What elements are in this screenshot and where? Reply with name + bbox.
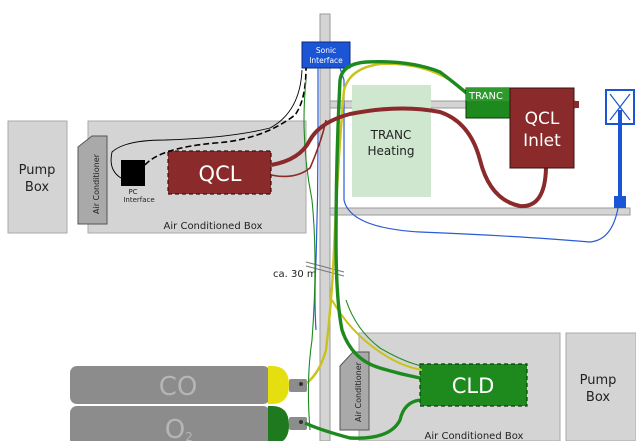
green-line-thin-left [303,79,316,431]
tranc-label-strip [466,88,510,101]
air-conditioner-left [77,135,108,225]
o2-cylinder-label: O [165,415,185,441]
pump-box-right-line1: Pump [580,373,617,388]
blue-line-1 [314,68,319,331]
co-cylinder-label: CO [159,372,198,402]
pump-box-right-line2: Box [586,390,610,405]
green-line-thick [334,60,472,380]
blue-line-2 [339,67,619,243]
air-conditioned-box-top-label: Air Conditioned Box [164,221,263,232]
cld-label: CLD [452,374,495,398]
pump-box-left-line1: Pump [19,163,56,178]
tranc-heating-line1: TRANC [370,128,412,142]
tranc-heating-line2: Heating [367,144,414,158]
co-cylinder [70,366,307,404]
air-conditioner-left-label: Air Conditioner [92,153,101,214]
sonic-interface-line1: Sonic [316,46,336,55]
boom-lower [329,207,631,216]
pump-box-right [565,332,636,441]
qcl-inlet-line1: QCL [525,109,560,129]
green-line-thin-right [345,299,423,367]
data-cable-solid [110,69,303,179]
air-conditioner-right-label: Air Conditioner [354,361,363,422]
sonic-interface-line2: Interface [309,56,343,65]
sonic-interface [301,41,351,69]
tranc-heating-area [352,85,431,197]
sonic-anemometer [605,89,635,208]
qcl-label: QCL [199,162,242,186]
pc-interface-line1: PC [128,188,137,196]
qcl-inlet-box [509,87,575,169]
o2-cylinder [70,406,307,441]
red-line-thin [270,119,327,178]
qcl-inlet-nozzle [574,101,579,108]
pump-box-left [7,120,68,234]
qcl-inlet-line2: Inlet [523,131,561,151]
pump-box-left-line2: Box [25,180,49,195]
tranc-label: TRANC [468,91,503,102]
distance-label: ca. 30 m [273,269,317,280]
green-line-o2 [304,398,421,440]
mast [319,13,331,441]
pc-interface-line2: Interface [123,196,154,204]
yellow-line-cld [331,299,423,371]
cld-box [419,363,528,407]
qcl-box [167,150,272,195]
pc-interface [121,160,145,186]
red-line-thick [270,106,548,209]
air-conditioned-box-bottom-label: Air Conditioned Box [425,431,524,441]
data-cable-dashed [144,67,307,166]
o2-cylinder-subscript: 2 [185,430,193,441]
